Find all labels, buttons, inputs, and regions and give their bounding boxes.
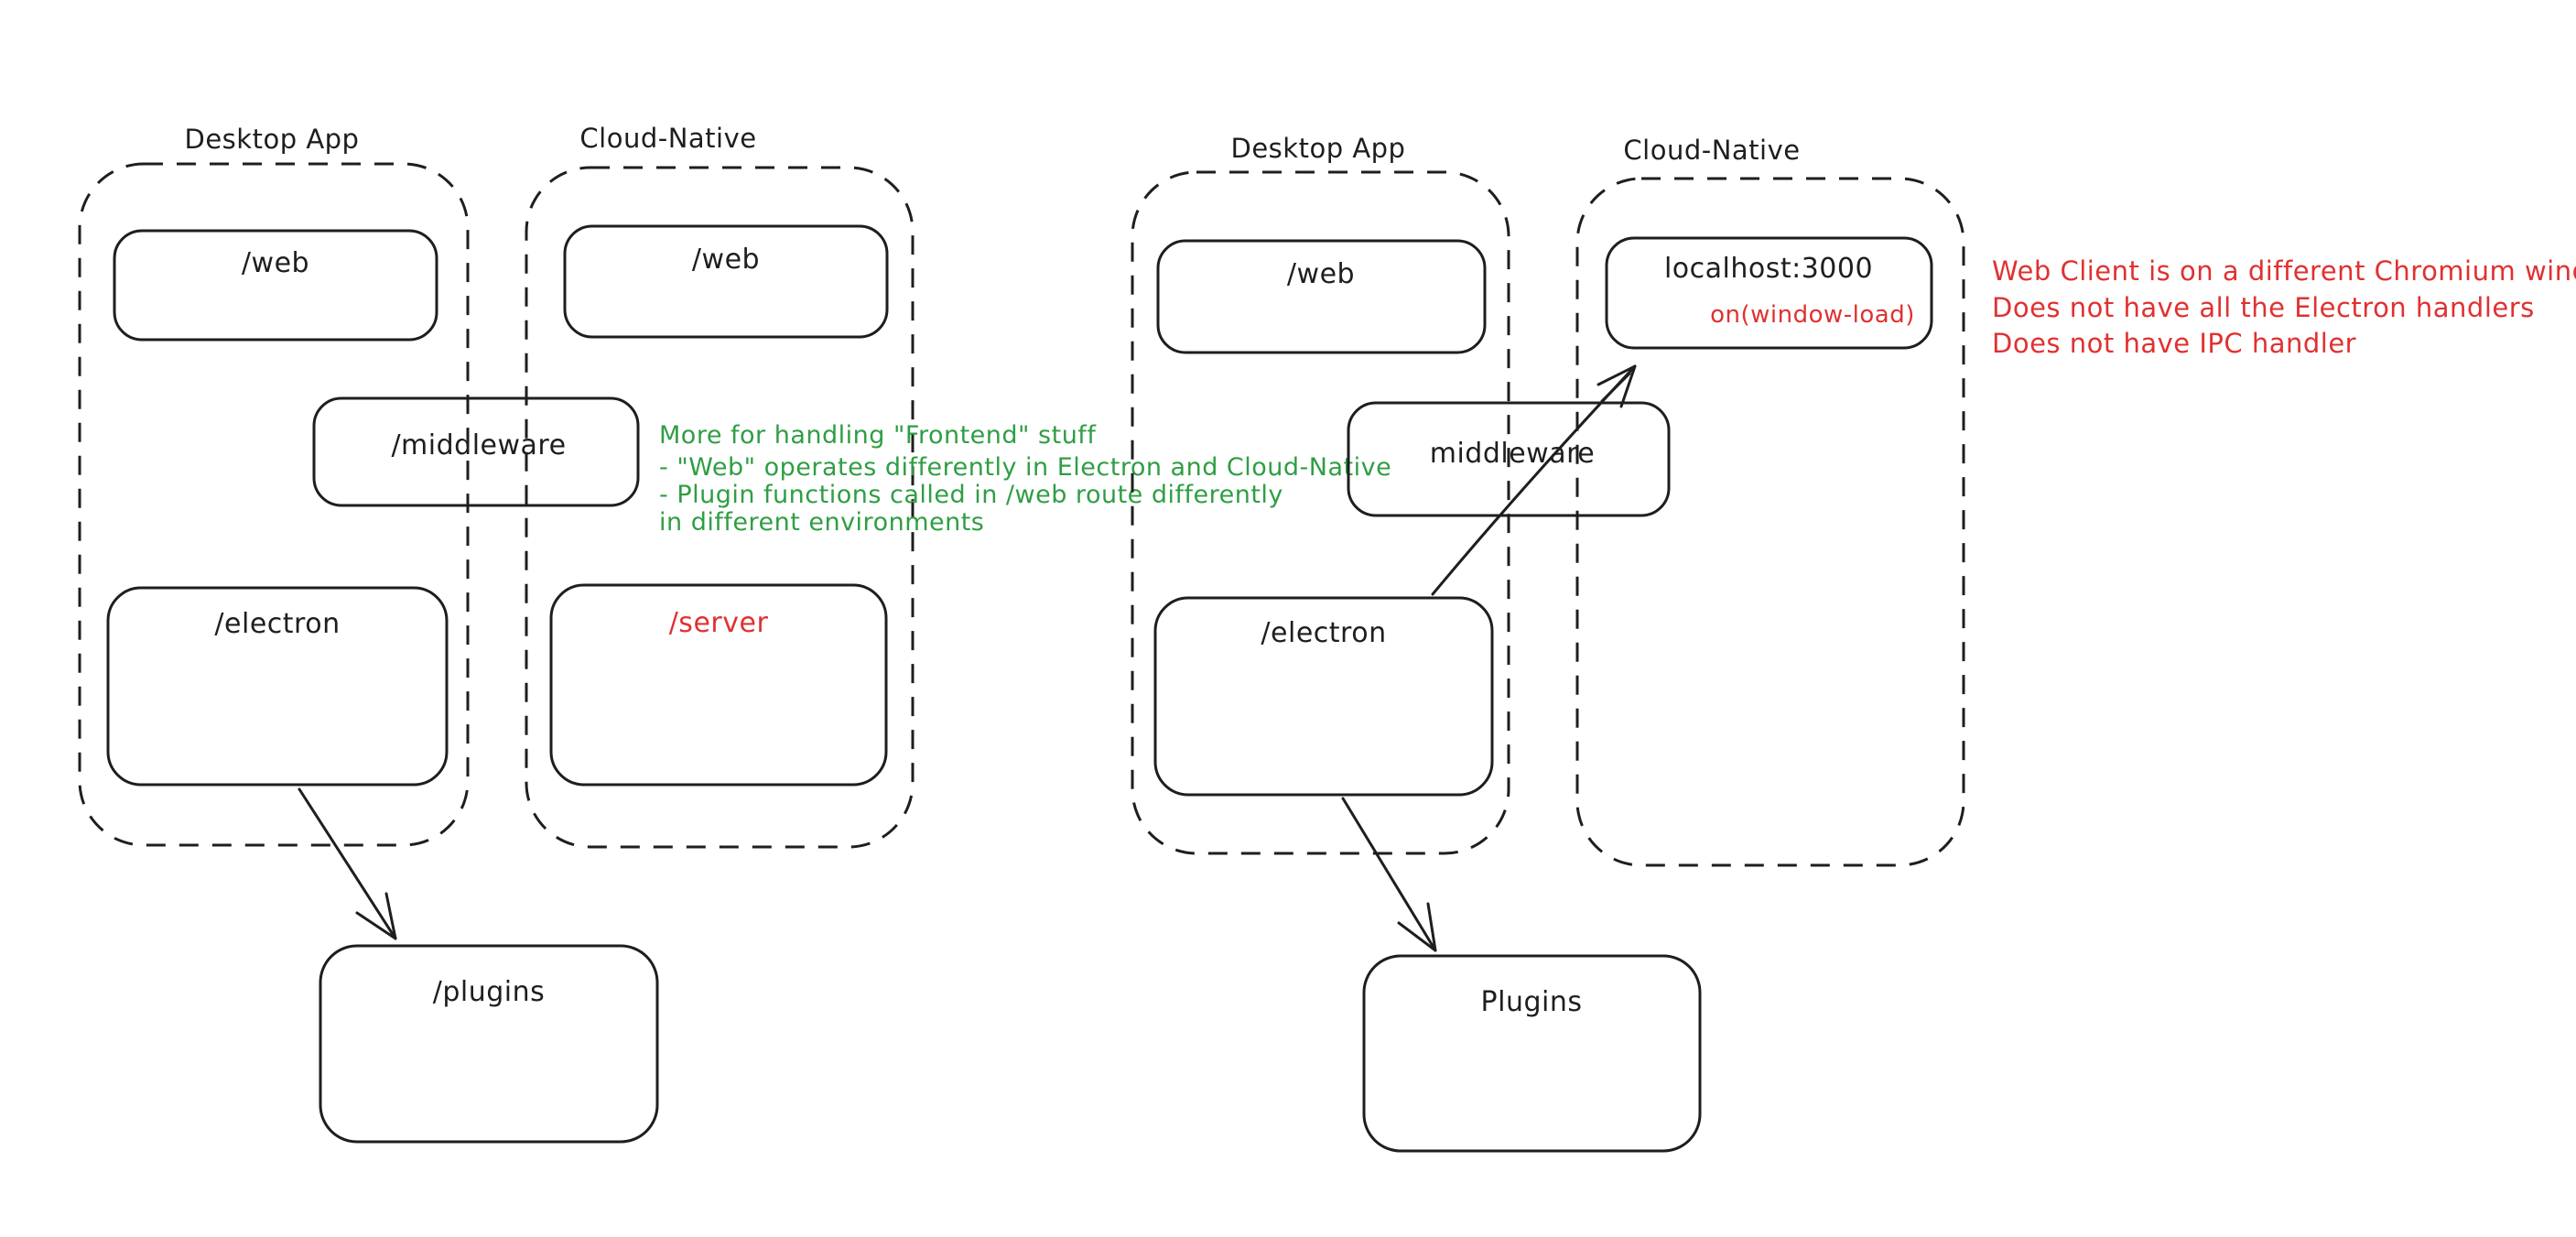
left-web-desktop-label: /web (242, 247, 309, 279)
left-server-box (549, 583, 888, 787)
right-electron-box (1153, 596, 1494, 797)
green-note-line-2: - "Web" operates differently in Electron… (659, 453, 1391, 482)
left-electron-box (106, 586, 449, 787)
right-web-desktop-label: /web (1287, 258, 1355, 290)
green-note-line-3: - Plugin functions called in /web route … (659, 481, 1283, 509)
right-cloud-native-container (1575, 177, 1965, 867)
right-middleware-box (1347, 401, 1671, 517)
left-plugins-box (319, 944, 659, 1144)
right-desktop-app-container (1131, 170, 1510, 855)
right-electron-to-localhost-arrow (1431, 364, 1637, 596)
green-note-line-1: More for handling "Frontend" stuff (659, 421, 1097, 450)
right-cloud-native-label: Cloud-Native (1623, 135, 1800, 166)
left-web-cloud-box (563, 224, 889, 339)
left-server-label: /server (669, 607, 769, 639)
right-localhost-label: localhost:3000 (1664, 253, 1873, 285)
right-diagram: Desktop App Cloud-Native /web localhost:… (1131, 133, 1965, 1153)
right-middleware-label: middleware (1430, 438, 1596, 470)
left-cloud-native-container (525, 166, 915, 849)
right-localhost-box (1605, 236, 1933, 350)
right-plugins-box (1362, 954, 1702, 1153)
right-localhost-window-load-label: on(window-load) (1710, 301, 1915, 329)
right-plugins-label: Plugins (1481, 986, 1583, 1018)
left-web-cloud-label: /web (692, 244, 760, 276)
right-electron-to-plugins-arrow (1341, 797, 1437, 952)
left-desktop-app-label: Desktop App (185, 124, 360, 155)
left-middleware-label: /middleware (391, 429, 566, 461)
left-diagram: Desktop App Cloud-Native /web /web /midd… (78, 123, 915, 1144)
left-cloud-native-label: Cloud-Native (579, 123, 756, 154)
right-web-desktop-box (1156, 239, 1487, 354)
left-electron-to-plugins-arrow (298, 787, 397, 940)
red-note: Web Client is on a different Chromium wi… (1992, 255, 2576, 359)
green-note: More for handling "Frontend" stuff - "We… (659, 421, 1391, 537)
right-electron-label: /electron (1261, 617, 1386, 649)
green-note-line-4: in different environments (659, 508, 984, 537)
left-middleware-box (312, 396, 640, 507)
right-desktop-app-label: Desktop App (1231, 133, 1406, 164)
left-plugins-label: /plugins (433, 976, 546, 1008)
red-note-line-2: Does not have all the Electron handlers (1992, 292, 2535, 323)
red-note-line-1: Web Client is on a different Chromium wi… (1992, 255, 2576, 287)
red-note-line-3: Does not have IPC handler (1992, 328, 2356, 359)
left-electron-label: /electron (214, 608, 340, 640)
left-web-desktop-box (113, 229, 438, 342)
